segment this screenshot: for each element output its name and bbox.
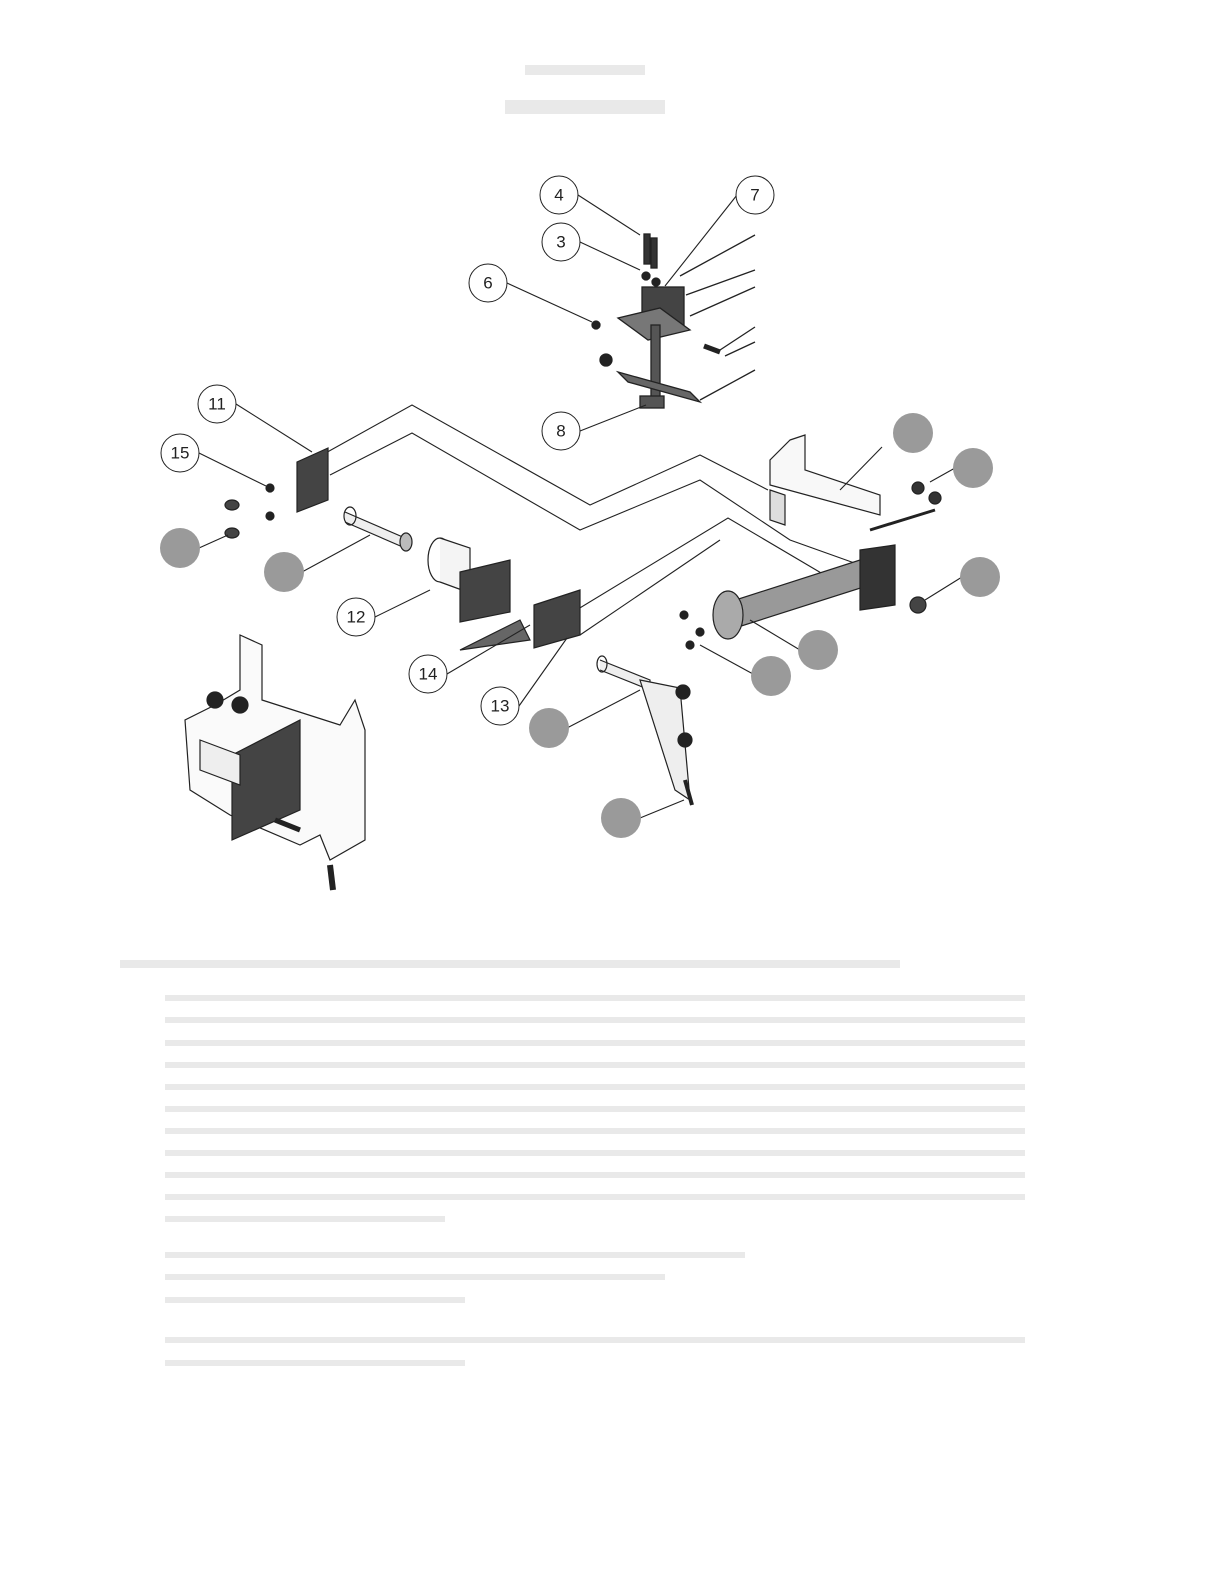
filled-balloon (529, 708, 569, 748)
faded-title (505, 65, 665, 114)
filled-balloon (960, 557, 1000, 597)
balloon-11: 11 (197, 384, 237, 424)
filled-balloon (264, 552, 304, 592)
balloon-label: 4 (554, 186, 563, 205)
balloon-12: 12 (336, 597, 376, 637)
callouts (198, 194, 963, 819)
balloon-3: 3 (541, 222, 581, 262)
balloon-label: 15 (171, 444, 190, 463)
balloon-4: 4 (539, 175, 579, 215)
balloon-7: 7 (735, 175, 775, 215)
explode-lines (321, 404, 861, 636)
balloon-6: 6 (468, 263, 508, 303)
filled-balloon (798, 630, 838, 670)
filled-balloon (601, 798, 641, 838)
balloon-label: 7 (750, 186, 759, 205)
balloon-label: 6 (483, 274, 492, 293)
balloon-label: 14 (419, 665, 438, 684)
filled-balloon (953, 448, 993, 488)
balloon-8: 8 (541, 411, 581, 451)
balloon-14: 14 (408, 654, 448, 694)
filled-balloon (751, 656, 791, 696)
balloon-15: 15 (160, 433, 200, 473)
filled-balloon (160, 528, 200, 568)
balloon-label: 8 (556, 422, 565, 441)
assembled-view (184, 634, 366, 891)
motor-assembly (224, 447, 694, 806)
balloon-label: 13 (491, 697, 510, 716)
balloon-label: 11 (208, 395, 226, 414)
balloon-label: 12 (347, 608, 366, 627)
balloon-label: 3 (556, 233, 565, 252)
faded-parts-list (120, 960, 1025, 1366)
filled-balloon (893, 413, 933, 453)
balloon-13: 13 (480, 686, 520, 726)
right-bracket-assembly (679, 434, 942, 650)
filled-balloons (160, 413, 1000, 838)
top-bracket-assembly (591, 233, 756, 409)
